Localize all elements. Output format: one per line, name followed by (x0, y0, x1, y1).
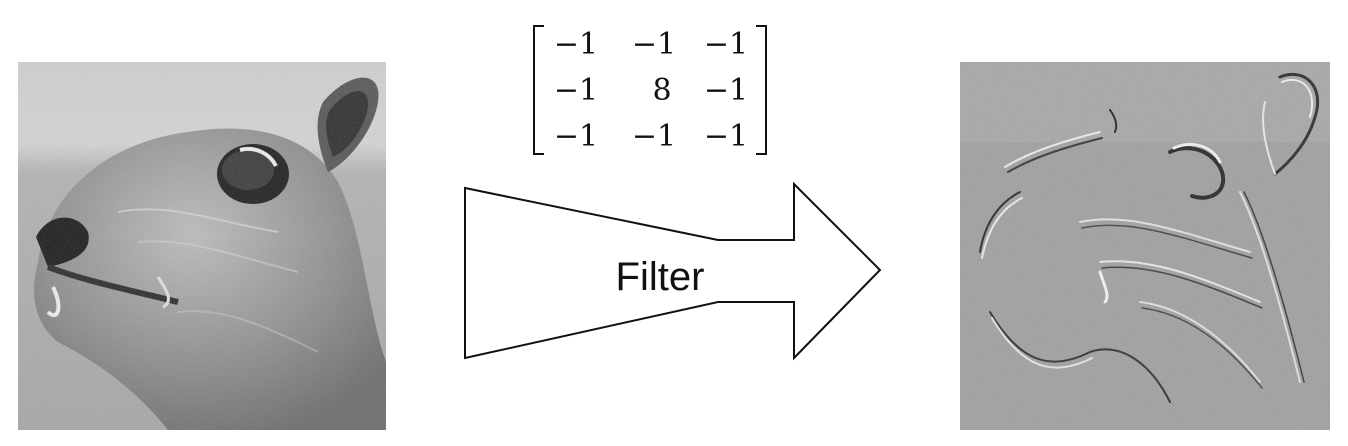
arrow-shape (464, 182, 882, 361)
matrix-cell: 8 (652, 73, 671, 108)
matrix-cell: −1 (632, 119, 676, 154)
output-image (960, 62, 1330, 430)
matrix-cell: −1 (632, 27, 676, 62)
kernel-matrix: −1 −1 −1 −1 8 −1 −1 −1 −1 (533, 25, 767, 155)
matrix-cell: −1 (554, 119, 598, 154)
input-image (18, 62, 386, 430)
filter-arrow: Filter (464, 182, 882, 361)
matrix-cell: −1 (704, 73, 748, 108)
matrix-cell: −1 (554, 73, 598, 108)
matrix-cell: −1 (704, 27, 748, 62)
matrix-left-bracket (533, 25, 544, 155)
arrow-label: Filter (616, 255, 705, 299)
matrix-cell: −1 (554, 27, 598, 62)
matrix-right-bracket (756, 25, 767, 155)
matrix-cell: −1 (704, 119, 748, 154)
